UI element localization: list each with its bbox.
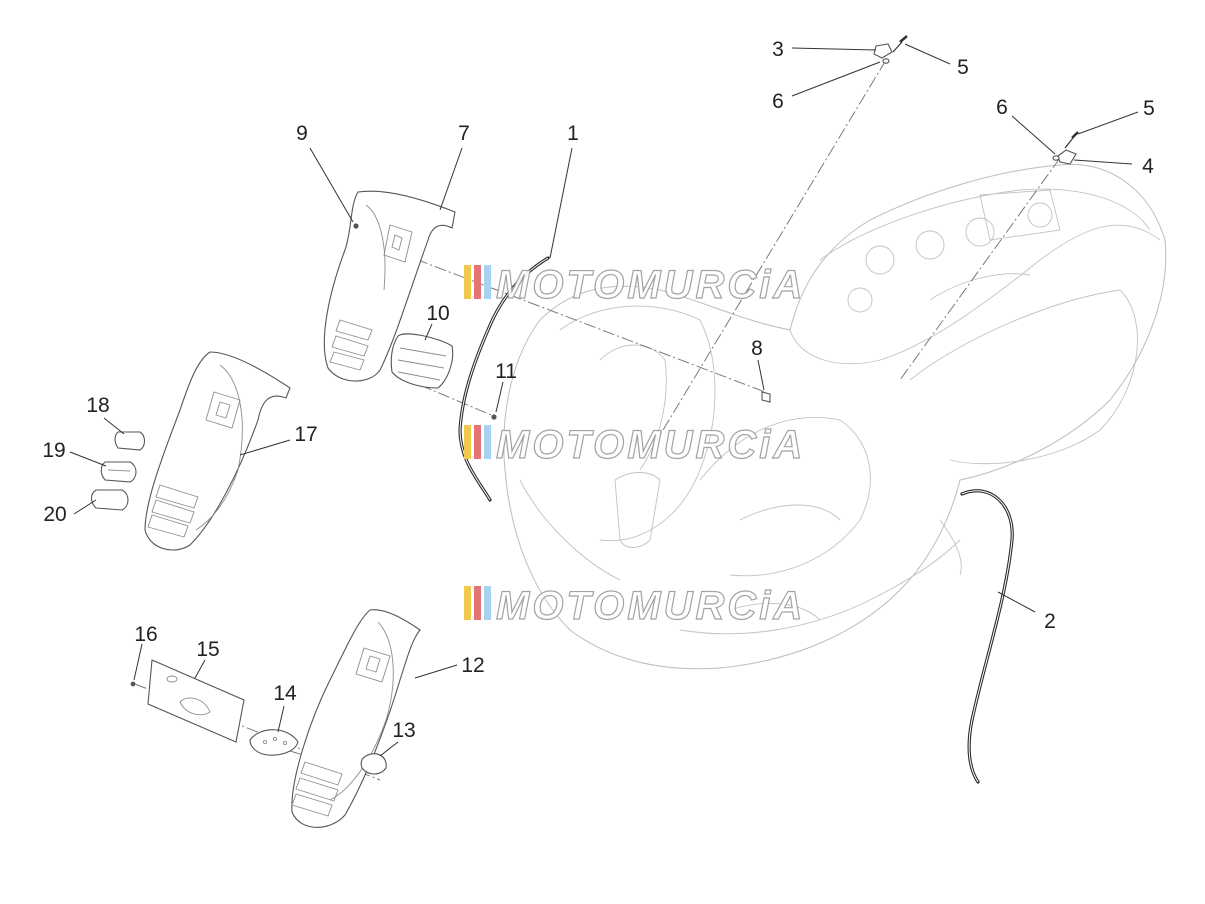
middle-cover-part [144,351,291,551]
watermark-text: MOTOMURCiA [496,263,805,307]
callout-14: 14 [273,682,297,705]
upper-cover-part [323,190,456,382]
leader-lines [69,43,1139,757]
badge-part [360,753,387,775]
watermark-stripe [484,586,491,620]
callout-17: 17 [294,423,317,446]
watermark-stripe [464,265,471,299]
watermark-stripe [484,425,491,459]
callout-18: 18 [86,394,109,417]
grille-part [390,333,454,389]
callout-8: 8 [751,337,763,360]
watermark-middle: MOTOMURCiA [464,422,805,468]
seal-strip-front [458,256,550,502]
callout-9: 9 [296,122,308,145]
watermark-stripe [474,425,481,459]
callout-13: 13 [392,719,415,742]
callout-11: 11 [495,360,517,383]
callout-12: 12 [461,654,484,677]
watermark-stripe [484,265,491,299]
watermark-upper: MOTOMURCiA [464,262,805,308]
callout-4: 4 [1142,155,1154,178]
callout-5-right: 5 [1143,97,1155,120]
callout-16: 16 [134,623,157,646]
callout-labels: 1 2 3 4 5 5 6 6 7 8 9 10 11 12 13 14 15 … [42,38,1155,742]
callout-6-right: 6 [996,96,1008,119]
callout-3: 3 [772,38,784,61]
callout-1: 1 [567,122,579,145]
scooter-body-frame [503,163,1167,670]
watermark-lower: MOTOMURCiA [464,583,805,629]
plate-holder-part [147,659,245,743]
fasteners [130,35,1079,687]
watermark-text: MOTOMURCiA [496,423,805,467]
watermark-stripe [474,586,481,620]
callout-7: 7 [458,122,470,145]
callout-20: 20 [43,503,66,526]
callout-10: 10 [426,302,449,325]
watermark-stripe [474,265,481,299]
watermark-stripe [464,586,471,620]
callout-2: 2 [1044,610,1056,633]
callout-5-left: 5 [957,56,969,79]
watermark-text: MOTOMURCiA [496,584,805,628]
callout-15: 15 [196,638,219,661]
emblem-part [249,729,299,756]
small-caps-group [90,431,146,511]
lower-cover-part [291,609,421,828]
callout-6-left: 6 [772,90,784,113]
watermark-stripe [464,425,471,459]
seal-strip-lower [960,489,1014,784]
callout-19: 19 [42,439,65,462]
